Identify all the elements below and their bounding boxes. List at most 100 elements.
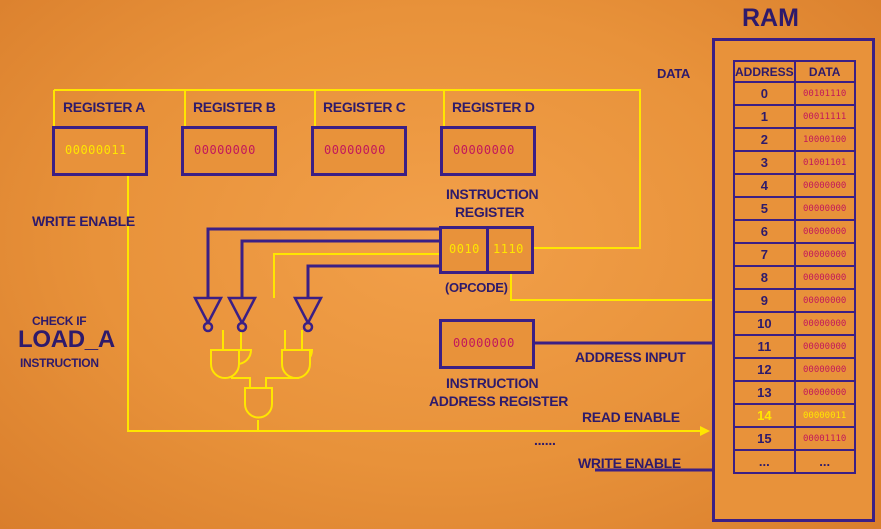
address-header: ADDRESS — [733, 60, 796, 83]
ram-data-cell: 00000000 — [793, 380, 856, 405]
ram-data-cell: 00000000 — [793, 334, 856, 359]
ram-data-cell: ... — [793, 449, 856, 474]
instruction-address-value: 00000000 — [453, 336, 515, 350]
instruction-register-box: 0010 1110 — [439, 226, 534, 274]
register-a-box: 00000011 — [52, 126, 148, 176]
instruction-register-label-2: REGISTER — [455, 204, 525, 220]
ram-address-cell: ... — [733, 449, 796, 474]
ram-data-cell: 00001110 — [793, 426, 856, 451]
register-b-box: 00000000 — [181, 126, 277, 176]
ram-data-cell: 00000000 — [793, 357, 856, 382]
register-b-value: 00000000 — [194, 143, 256, 157]
opcode-bit-wire — [240, 239, 441, 298]
ram-address-cell: 9 — [733, 288, 796, 313]
check-if-label: CHECK IF — [32, 314, 87, 328]
ram-address-cell: 1 — [733, 104, 796, 129]
ram-address-cell: 14 — [733, 403, 796, 428]
not-gate — [226, 296, 258, 333]
register-c-box: 00000000 — [311, 126, 407, 176]
not-gate — [292, 296, 324, 333]
opcode-bit-wire — [306, 264, 441, 298]
ram-data-cell: 00000000 — [793, 265, 856, 290]
data-bus-wire — [54, 89, 641, 249]
register-d-box: 00000000 — [440, 126, 536, 176]
ram-data-cell: 00000011 — [793, 403, 856, 428]
data-label: DATA — [657, 66, 690, 81]
instruction-address-register-label-2: ADDRESS REGISTER — [429, 393, 569, 409]
register-a-label: REGISTER A — [63, 99, 146, 115]
ram-data-cell: 00000000 — [793, 311, 856, 336]
register-c-label: REGISTER C — [323, 99, 406, 115]
ram-address-cell: 5 — [733, 196, 796, 221]
ram-address-cell: 12 — [733, 357, 796, 382]
ram-address-cell: 4 — [733, 173, 796, 198]
ram-data-cell: 00000000 — [793, 288, 856, 313]
ram-data-cell: 00101110 — [793, 81, 856, 106]
register-a-value: 00000011 — [65, 143, 127, 157]
opcode-value: 0010 — [449, 242, 480, 256]
and-gate — [210, 349, 240, 379]
ram-address-cell: 15 — [733, 426, 796, 451]
write-enable-dots: ...... — [534, 432, 556, 448]
data-header: DATA — [793, 60, 856, 83]
opcode-label: (OPCODE) — [445, 280, 508, 295]
load-a-label: LOAD_A — [18, 326, 115, 353]
address-wire — [510, 272, 712, 301]
ram-data-cell: 01001101 — [793, 150, 856, 175]
ram-data-cell: 00000000 — [793, 219, 856, 244]
ram-data-cell: 00000000 — [793, 242, 856, 267]
ram-address-cell: 0 — [733, 81, 796, 106]
not-gate — [192, 296, 224, 333]
read-enable-label: READ ENABLE — [582, 409, 680, 425]
register-d-label: REGISTER D — [452, 99, 535, 115]
register-c-value: 00000000 — [324, 143, 386, 157]
operand-value: 1110 — [493, 242, 524, 256]
ram-row: ...... — [733, 449, 856, 474]
ram-address-cell: 3 — [733, 150, 796, 175]
read-enable-wire — [127, 172, 700, 432]
opcode-bit-wire — [273, 253, 441, 298]
instruction-label: INSTRUCTION — [20, 356, 99, 370]
register-d-value: 00000000 — [453, 143, 515, 157]
ram-address-cell: 6 — [733, 219, 796, 244]
opcode-bit-wire — [206, 227, 441, 298]
and-gate — [281, 349, 311, 379]
and-gate — [244, 387, 273, 419]
ram-data-cell: 10000100 — [793, 127, 856, 152]
ram-address-cell: 8 — [733, 265, 796, 290]
write-enable-left-label: WRITE ENABLE — [32, 213, 135, 229]
ram-address-cell: 7 — [733, 242, 796, 267]
instruction-address-register-label-1: INSTRUCTION — [446, 375, 539, 391]
instruction-address-register-box: 00000000 — [439, 319, 535, 369]
ram-title: RAM — [742, 4, 799, 32]
register-b-label: REGISTER B — [193, 99, 276, 115]
address-input-label: ADDRESS INPUT — [575, 349, 686, 365]
ram-address-cell: 10 — [733, 311, 796, 336]
ram-address-cell: 11 — [733, 334, 796, 359]
write-enable-right-label: WRITE ENABLE — [578, 455, 681, 471]
ram-address-cell: 2 — [733, 127, 796, 152]
instruction-register-label-1: INSTRUCTION — [446, 186, 539, 202]
ram-data-cell: 00000000 — [793, 173, 856, 198]
